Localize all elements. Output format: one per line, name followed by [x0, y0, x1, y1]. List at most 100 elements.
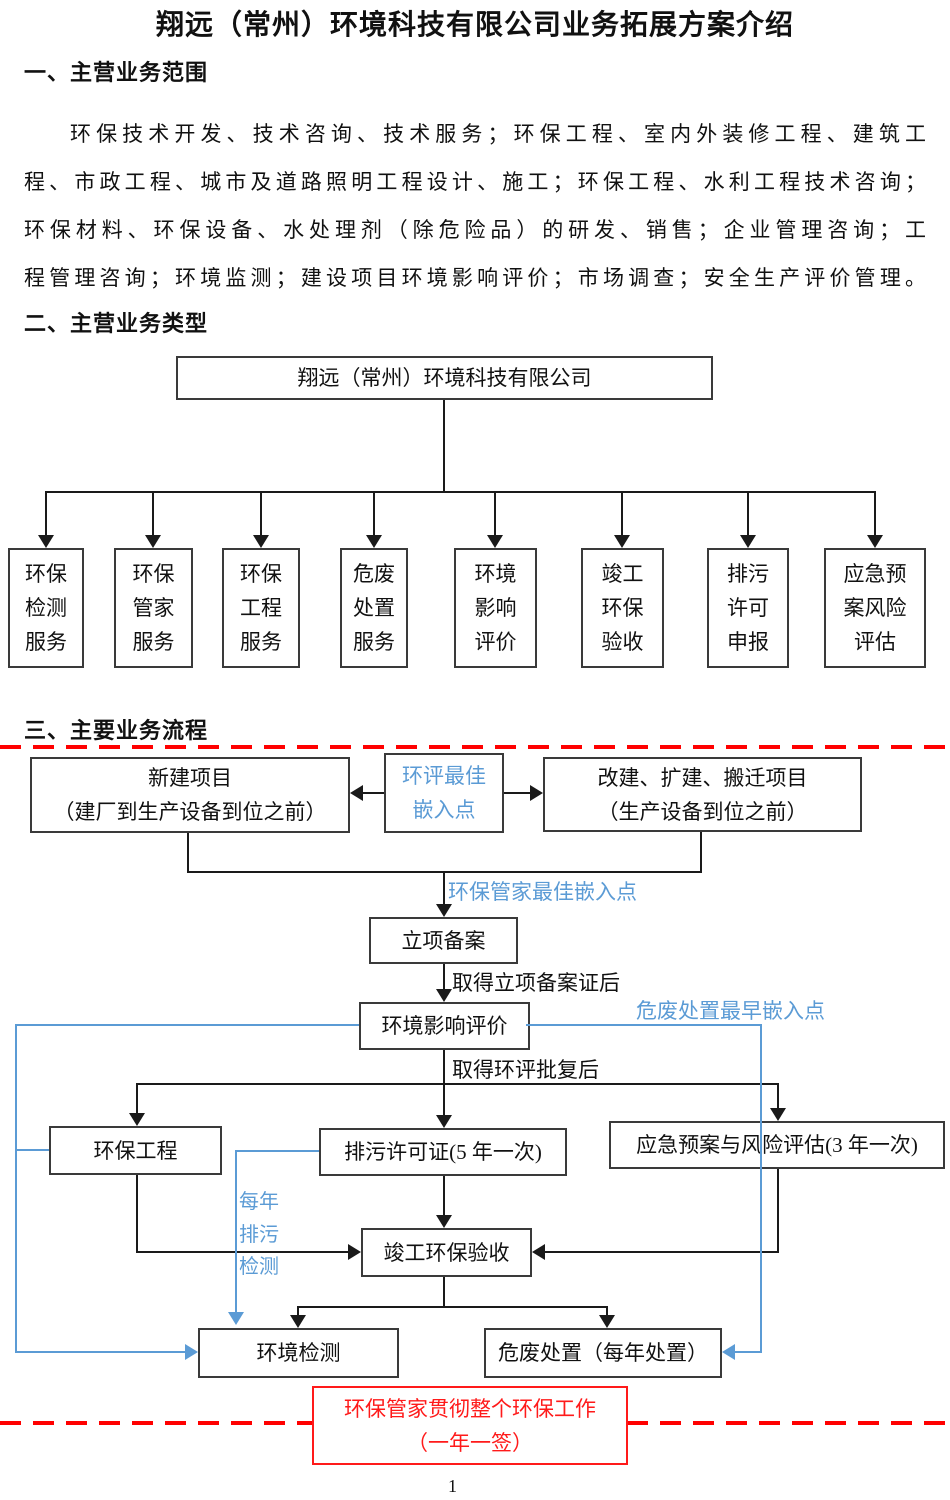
org-box-line: 处置	[353, 596, 395, 620]
flow-box-line: 危废处置（每年处置）	[498, 1341, 708, 1365]
flow-box-new-project: 新建项目 （建厂到生产设备到位之前）	[30, 757, 350, 833]
connector	[700, 830, 702, 873]
connector	[45, 491, 876, 493]
connector	[136, 1083, 779, 1085]
org-box-line: 环保	[240, 562, 282, 586]
org-box-line: 案风险	[843, 596, 907, 620]
flow-box-line: 立项备案	[401, 928, 486, 953]
flow-box-eia: 环境影响评价	[359, 1002, 530, 1050]
section2-heading: 二、主营业务类型	[24, 311, 209, 336]
org-box-line: 管家	[132, 596, 175, 620]
arrow-right-icon	[185, 1344, 198, 1360]
flow-box-line: （一年一签）	[407, 1430, 533, 1455]
connector	[606, 1306, 608, 1316]
paragraph-line: 程、市政工程、城市及道路照明工程设计、施工；环保工程、水利工程技术咨询；	[24, 170, 926, 194]
flow-box-line: 排污许可证(5 年一次)	[344, 1140, 542, 1164]
connector	[874, 491, 876, 536]
flow-box-steward-note: 环保管家贯彻整个环保工作 （一年一签）	[312, 1386, 628, 1465]
flow-box-line: 环境检测	[256, 1341, 341, 1365]
org-box-line: 服务	[353, 630, 395, 654]
org-box-inspection: 环保 检测 服务	[8, 548, 84, 668]
org-box-line: 竣工	[601, 562, 644, 586]
blue-connector	[760, 1024, 762, 1353]
arrow-down-icon	[770, 1108, 786, 1121]
connector	[136, 1251, 349, 1253]
org-box-line: 工程	[240, 596, 282, 620]
blue-connector	[235, 1150, 237, 1313]
org-box-line: 服务	[132, 630, 175, 654]
arrow-down-icon	[436, 989, 452, 1002]
arrow-down-icon	[614, 535, 630, 548]
flow-box-discharge-permit: 排污许可证(5 年一次)	[319, 1128, 567, 1176]
note-hazwaste-earliest-entry: 危废处置最早嵌入点	[636, 999, 825, 1023]
section3-heading: 三、主要业务流程	[24, 718, 209, 743]
org-box-line: 影响	[474, 596, 517, 620]
org-box-steward: 环保 管家 服务	[114, 548, 193, 668]
flow-box-line: 嵌入点	[412, 798, 476, 822]
flow-box-line: （建厂到生产设备到位之前）	[53, 800, 327, 824]
arrow-down-icon	[253, 535, 269, 548]
flow-box-eia-best-entry: 环评最佳 嵌入点	[384, 753, 504, 833]
org-box-eia: 环境 影响 评价	[454, 548, 537, 668]
note-annual-monitoring: 每年	[239, 1191, 279, 1213]
page-title: 翔远（常州）环境科技有限公司业务拓展方案介绍	[155, 9, 794, 40]
blue-connector	[526, 1024, 762, 1026]
flow-box-emergency-plan: 应急预案与风险评估(3 年一次)	[609, 1121, 945, 1169]
arrow-down-icon	[867, 535, 883, 548]
connector	[443, 1275, 445, 1306]
org-box-line: 环保	[132, 562, 175, 586]
connector	[494, 491, 496, 536]
connector	[777, 1083, 779, 1109]
blue-connector	[735, 1351, 762, 1353]
org-box-line: 服务	[25, 630, 67, 654]
arrow-left-icon	[350, 785, 363, 801]
blue-connector	[15, 1024, 359, 1026]
org-box-line: 许可	[727, 596, 769, 620]
paragraph-line: 环保技术开发、技术咨询、技术服务；环保工程、室内外装修工程、建筑工	[70, 122, 926, 146]
blue-connector	[15, 1351, 186, 1353]
connector	[443, 1172, 445, 1217]
org-box-engineering: 环保 工程 服务	[222, 548, 300, 668]
flow-box-line: 环保管家贯彻整个环保工作	[344, 1396, 596, 1421]
arrow-right-icon	[348, 1244, 361, 1260]
flow-box-rebuild-project: 改建、扩建、搬迁项目 （生产设备到位之前）	[543, 757, 862, 832]
org-box-line: 评价	[474, 630, 517, 654]
org-box-line: 服务	[240, 630, 282, 654]
arrow-down-icon	[436, 1215, 452, 1228]
flow-box-env-monitoring: 环境检测	[198, 1328, 399, 1378]
blue-connector	[15, 1024, 17, 1353]
flow-box-completion-acceptance: 竣工环保验收	[361, 1228, 532, 1277]
flow-box-project-filing: 立项备案	[369, 917, 518, 964]
connector	[545, 1251, 779, 1253]
connector	[45, 491, 47, 536]
arrow-down-icon	[366, 535, 382, 548]
org-box-line: 验收	[601, 630, 644, 654]
page-number: 1	[448, 1476, 457, 1496]
arrow-down-icon	[290, 1315, 306, 1328]
note-after-filing-cert: 取得立项备案证后	[452, 971, 620, 995]
note-after-eia-approval: 取得环评批复后	[452, 1058, 599, 1082]
connector	[260, 491, 262, 536]
connector	[152, 491, 154, 536]
connector	[187, 831, 189, 873]
flow-box-line: （生产设备到位之前）	[597, 799, 808, 824]
org-box-acceptance: 竣工 环保 验收	[581, 548, 664, 668]
note-annual-monitoring: 排污	[239, 1224, 279, 1246]
note-annual-monitoring: 检测	[239, 1256, 279, 1278]
arrow-left-icon	[722, 1344, 735, 1360]
flow-box-line: 新建项目	[148, 766, 232, 790]
paragraph-line: 程管理咨询；环境监测；建设项目环境影响评价；市场调查；安全生产评价管理。	[24, 266, 926, 290]
arrow-left-icon	[532, 1244, 545, 1260]
flow-box-hazwaste-disposal: 危废处置（每年处置）	[484, 1328, 722, 1378]
flow-box-line: 竣工环保验收	[383, 1240, 510, 1265]
flow-box-line: 环保工程	[93, 1138, 178, 1163]
blue-connector	[15, 1149, 49, 1151]
flow-box-line: 环评最佳	[402, 764, 486, 788]
connector	[362, 792, 384, 794]
org-box-line: 排污	[727, 562, 769, 586]
connector	[500, 792, 531, 794]
arrow-down-icon	[129, 1113, 145, 1126]
connector	[777, 1165, 779, 1253]
connector	[443, 871, 445, 906]
